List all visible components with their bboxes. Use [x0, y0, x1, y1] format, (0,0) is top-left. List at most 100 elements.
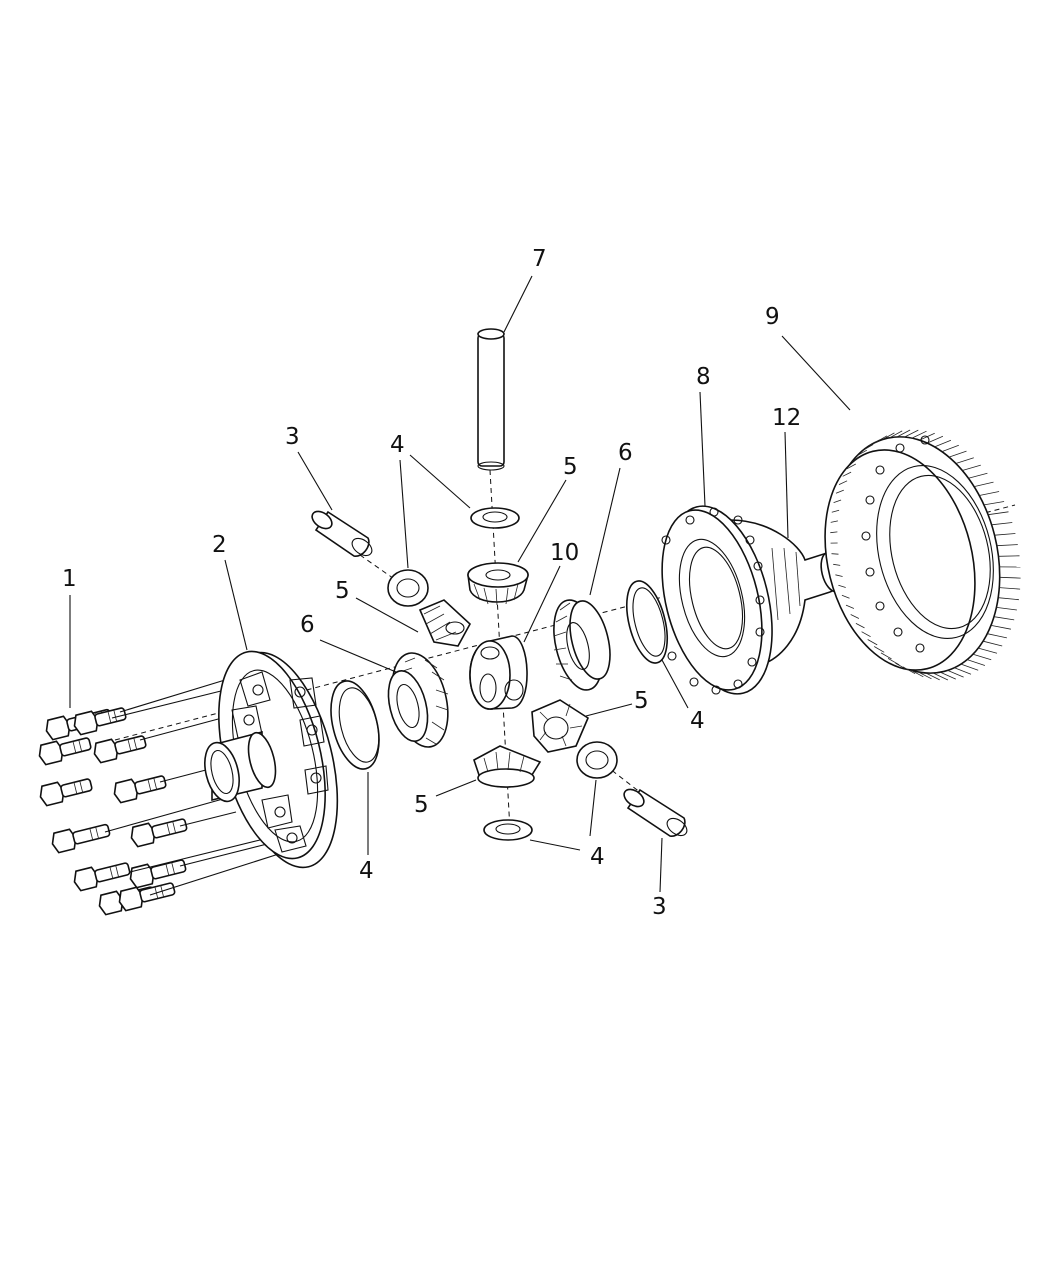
ring-gear-tooth [955, 457, 974, 464]
ring-gear-tooth [993, 616, 1015, 621]
pin-upper-left [311, 510, 373, 557]
ring-gear-tooth [875, 435, 888, 443]
callout-10: 10 [550, 540, 579, 566]
callout-1: 1 [62, 566, 77, 592]
ring-gear-tooth [856, 449, 867, 457]
ring-gear-tooth [983, 501, 1005, 506]
ring-gear-tooth [948, 450, 967, 458]
ring-gear-tooth [842, 471, 852, 477]
ring-gear-tooth [990, 625, 1011, 630]
callout-3-lower: 3 [652, 894, 667, 920]
ring-gear-tooth [978, 647, 998, 654]
ring-gear-tooth [873, 646, 885, 653]
ring-gear-tooth [880, 652, 892, 660]
callout-5-left: 5 [335, 578, 350, 604]
ring-gear-tooth [896, 429, 911, 438]
callout-5-right: 5 [634, 688, 649, 714]
callout-5-bottom: 5 [414, 792, 429, 818]
ring-gear-tooth [895, 662, 908, 671]
ring-gear-tooth [967, 659, 986, 666]
ring-gear-tooth [882, 432, 895, 440]
callout-7: 7 [532, 246, 547, 272]
ring-gear-tooth [996, 544, 1018, 547]
ring-gear-tooth [941, 444, 959, 452]
ring-gear-tooth [996, 607, 1017, 611]
thrust-washer-top [470, 507, 520, 529]
ring-gear-tooth [974, 481, 994, 487]
cross-block [469, 635, 528, 710]
ring-gear-tooth [910, 669, 924, 678]
thrust-washer-bottom [483, 819, 533, 841]
ring-gear-tooth [999, 587, 1021, 590]
bolt-set [38, 707, 188, 916]
ring-gear-tooth [968, 472, 988, 479]
callout-4-right: 4 [690, 708, 705, 734]
callout-12: 12 [772, 405, 801, 431]
ring-gear-tooth [960, 663, 979, 671]
thrust-washer-left [330, 680, 380, 770]
callout-6-right: 6 [618, 440, 633, 466]
ring-gear-tooth [831, 553, 839, 555]
callout-4-bottom: 4 [590, 844, 605, 870]
ring-gear-tooth [867, 639, 878, 646]
ring-gear-tooth [954, 667, 972, 675]
ring-gear-tooth [833, 563, 841, 566]
callout-3-upper: 3 [285, 424, 300, 450]
ring-gear-tooth [838, 584, 846, 588]
ring-gear [824, 429, 1021, 681]
ring-gear-tooth [962, 464, 981, 471]
callout-labels: 1 2 3 3 4 4 4 4 5 5 5 5 6 6 7 8 9 10 12 [62, 246, 801, 920]
ring-gear-tooth [925, 672, 940, 681]
ring-gear-tooth [994, 533, 1016, 536]
callout-6-left: 6 [300, 612, 315, 638]
pinion-gear-upper-left [418, 599, 472, 647]
ring-gear-tooth [830, 531, 838, 534]
bolt-guide-lines [104, 679, 286, 896]
ring-gear-tooth [940, 671, 956, 680]
ring-gear-tooth [835, 489, 844, 494]
thrust-washer-upper-left [387, 569, 429, 607]
pinion-gear-top [467, 562, 529, 606]
ring-gear-tooth [845, 604, 855, 609]
callout-2: 2 [212, 532, 227, 558]
ring-gear-tooth [999, 576, 1021, 579]
callout-9: 9 [765, 304, 780, 330]
ring-gear-tooth [887, 658, 900, 666]
ring-gear-tooth [833, 499, 842, 503]
ring-gear-tooth [835, 574, 843, 577]
ring-gear-tooth [917, 671, 932, 680]
pinion-gear-lower-right [531, 699, 590, 753]
callout-5-top: 5 [563, 454, 578, 480]
ring-gear-tooth [831, 509, 840, 513]
ring-gear-tooth [934, 439, 952, 448]
pinion-gear-bottom [473, 745, 542, 788]
ring-gear-tooth [979, 491, 1000, 496]
ring-gear-tooth [841, 594, 850, 599]
ring-gear-tooth [911, 430, 927, 439]
ring-gear-tooth [972, 653, 992, 661]
ring-gear-tooth [838, 480, 848, 485]
callout-4-left: 4 [359, 858, 374, 884]
ring-gear-tooth [830, 520, 838, 523]
ring-gear-tooth [983, 640, 1003, 647]
thrust-washer-right [625, 580, 669, 664]
ring-gear-tooth [947, 670, 964, 678]
leader-lines [69, 275, 851, 893]
ring-gear-tooth [861, 631, 871, 638]
differential-cover [204, 650, 339, 869]
callout-8: 8 [696, 364, 711, 390]
pinion-shaft [477, 328, 505, 471]
ring-gear-tooth [855, 623, 865, 629]
ring-gear-tooth [932, 672, 949, 681]
pin-lower-right [623, 788, 688, 837]
ring-gear-tooth [850, 614, 860, 619]
ring-gear-tooth [987, 633, 1007, 639]
ring-gear-tooth [862, 444, 874, 451]
ring-gear-tooth [889, 430, 903, 439]
ring-gear-tooth [851, 456, 862, 463]
ring-gear-tooth [988, 511, 1009, 516]
ring-gear-tooth [998, 555, 1020, 557]
callout-4-upper: 4 [390, 432, 405, 458]
side-gear-left [387, 652, 449, 748]
